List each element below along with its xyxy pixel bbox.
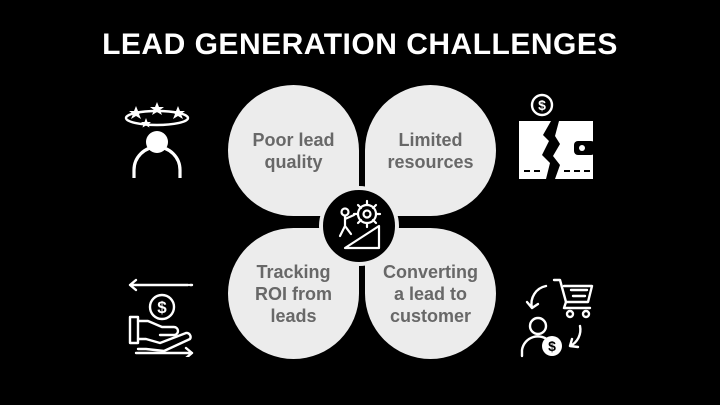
svg-text:$: $ bbox=[548, 338, 556, 354]
customer-cart-cycle-icon: $ bbox=[516, 276, 598, 360]
svg-text:$: $ bbox=[538, 97, 546, 113]
svg-text:$: $ bbox=[157, 298, 167, 317]
petal-label: Tracking ROI from leads bbox=[254, 261, 332, 326]
center-hub bbox=[319, 186, 399, 266]
money-transfer-hand-icon: $ bbox=[126, 277, 196, 357]
petal-label: Poor lead quality bbox=[252, 129, 335, 172]
petal-limited-resources: Limited resources bbox=[365, 85, 496, 216]
petal-label: Limited resources bbox=[387, 129, 474, 172]
petal-label: Converting a lead to customer bbox=[382, 261, 478, 326]
page-title: LEAD GENERATION CHALLENGES bbox=[102, 28, 618, 61]
broken-wallet-icon: $ bbox=[516, 93, 598, 181]
climbing-gear-icon bbox=[338, 199, 382, 250]
confused-person-icon bbox=[122, 96, 192, 182]
